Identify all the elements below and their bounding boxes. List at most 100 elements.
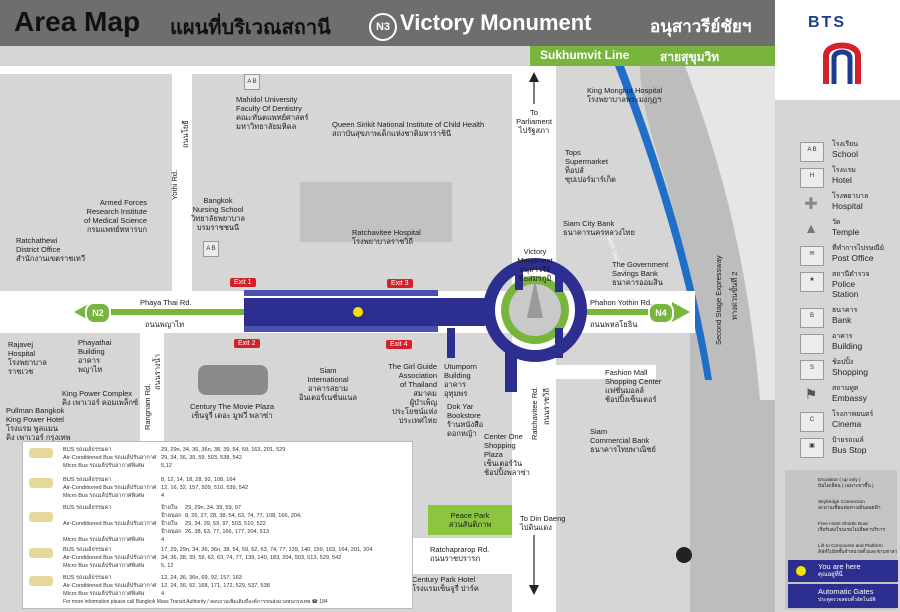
police-icon: ★ — [800, 272, 824, 292]
rangnam-road-th: ถนนรางน้ำ — [153, 353, 162, 390]
skywalk-branch-5 — [555, 270, 563, 292]
place-queen-sirikit: Queen Sirikit National Institute of Chil… — [332, 120, 485, 138]
station-code: N3 — [369, 13, 397, 41]
skywalk-branch-1 — [447, 328, 455, 358]
building-icon — [800, 334, 824, 354]
station-concourse — [244, 290, 438, 296]
you-are-here-dot — [796, 566, 806, 576]
ratchavitee-road-th: ถนนราชวิถี — [542, 388, 551, 425]
station-n2: N2 — [85, 302, 111, 324]
peace-park-block — [428, 505, 512, 535]
yothi-road-label: Yothi Rd. — [170, 169, 179, 200]
yothi-road — [172, 66, 192, 292]
station-platform — [244, 298, 438, 326]
bus-stop-icon — [29, 548, 53, 558]
bus-stop-icon — [29, 478, 53, 488]
phaya-thai-road-th: ถนนพญาไท — [145, 320, 185, 329]
monument-icon — [527, 280, 543, 318]
bank-icon: B — [800, 308, 824, 328]
bts-logo-mark — [823, 42, 861, 84]
phahon-road-label: Phahon Yothin Rd. — [590, 298, 653, 307]
century-plaza-block — [198, 365, 268, 395]
ratchavitee-hospital-block — [300, 182, 452, 242]
phaya-thai-road-label: Phaya Thai Rd. — [140, 298, 192, 307]
canal — [615, 66, 712, 380]
yothi-road-th: ถนนโยธี — [181, 120, 190, 148]
footer-note: For more information please call Bangkok… — [63, 599, 328, 605]
arrow-right — [672, 302, 690, 322]
school-icon-2: A B — [203, 241, 219, 257]
bus-stop-icon — [29, 512, 53, 522]
arrow-parliament-head — [529, 72, 539, 82]
bts-logo-box — [775, 0, 900, 100]
expressway-label: Second Stage Expressway — [714, 255, 723, 345]
rangnam-road — [140, 333, 164, 445]
shopping-icon: S — [800, 360, 824, 380]
exit-3[interactable]: Exit 3 — [387, 279, 413, 288]
rangnam-road-label: Rangnam Rd. — [143, 383, 152, 430]
bus-stop-icon: ▣ — [800, 438, 824, 458]
station-name-th: อนุสาวรีย์ชัยฯ — [650, 17, 752, 36]
bts-logo: BTS — [808, 14, 846, 31]
legend-escalator: Escalator ( up only )บันไดเลื่อน ( เฉพาะ… — [818, 478, 874, 489]
phahon-road-th: ถนนพหลโยธิน — [590, 320, 638, 329]
station-concourse-low — [244, 326, 438, 332]
roundabout-outer — [483, 258, 587, 362]
side-road-right — [556, 365, 656, 379]
exit-4[interactable]: Exit 4 — [386, 340, 412, 349]
you-are-here-marker — [353, 307, 363, 317]
auto-gates-legend — [788, 584, 898, 608]
skywalk-right — [438, 298, 485, 326]
expressway-th: ทางด่วนขั้นที่ 2 — [730, 271, 739, 320]
ratchaprarop-road: Ratchaprarop Rd.ถนนราชปรารภ — [430, 545, 490, 563]
exit-1[interactable]: Exit 1 — [230, 278, 256, 287]
legend-bus-stop: ▣ป้ายรถเมล์Bus Stop — [800, 436, 896, 462]
temple-icon: ▲ — [804, 220, 818, 236]
line-name-en: Sukhumvit Line — [540, 48, 630, 62]
hotel-icon: H — [800, 168, 824, 188]
skywalk-branch-2 — [505, 352, 517, 392]
exit-2[interactable]: Exit 2 — [234, 339, 260, 348]
school-icon: A B — [244, 74, 260, 90]
legend-post-office: ✉ที่ทำการไปรษณีย์Post Office — [800, 244, 896, 270]
bus-stop-icon — [29, 576, 53, 586]
embassy-icon: ⚑ — [804, 386, 818, 402]
school-icon: A B — [800, 142, 824, 162]
arrow-dindaeng-head — [529, 585, 539, 595]
